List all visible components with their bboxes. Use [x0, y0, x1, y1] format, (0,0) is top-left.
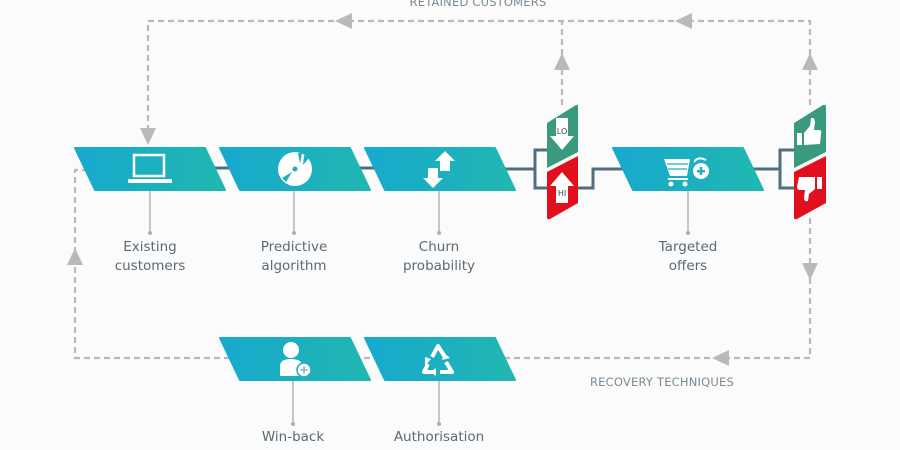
step-predictive-algorithm[interactable] — [219, 147, 371, 191]
decision-accept[interactable] — [794, 104, 826, 168]
decision-hi[interactable]: HI — [547, 156, 578, 220]
recovery-loop — [67, 168, 818, 366]
label-predictive-line2: algorithm — [261, 258, 326, 274]
disc-icon — [278, 152, 312, 186]
lo-text: LO — [557, 127, 567, 136]
arrow-up-icon — [802, 53, 818, 70]
label-existing-line2: customers — [115, 258, 186, 274]
label-targeted-line2: offers — [669, 258, 707, 274]
cart-plus-icon — [664, 157, 709, 187]
decision-reject[interactable] — [794, 156, 826, 220]
arrow-down-icon — [140, 128, 156, 145]
label-targeted-line1: Targeted — [658, 239, 718, 255]
thumbs-up-icon — [797, 117, 822, 145]
label-authorisation-line1: Authorisation — [394, 429, 484, 445]
decision-offer-response — [794, 104, 826, 220]
step-targeted-offers[interactable] — [612, 147, 764, 191]
arrow-left-icon — [712, 350, 729, 366]
recycle-icon — [422, 344, 454, 376]
arrow-down-icon — [802, 263, 818, 280]
label-churn-line1: Churn — [419, 239, 459, 255]
arrow-left-icon — [335, 13, 352, 29]
step-churn-probability[interactable] — [364, 147, 516, 191]
arrow-left-icon — [675, 13, 692, 29]
label-predictive-line1: Predictive — [261, 239, 328, 255]
down-arrow-icon — [550, 118, 574, 150]
label-winback-line1: Win-back — [262, 429, 324, 445]
decision-lo[interactable]: LO — [547, 104, 578, 168]
thumbs-down-icon — [797, 177, 822, 202]
label-stems — [148, 190, 690, 426]
arrow-up-icon — [554, 53, 570, 70]
up-down-arrows-icon — [423, 151, 455, 188]
label-existing-line1: Existing — [123, 239, 176, 255]
step-authorisation[interactable] — [364, 337, 516, 381]
user-plus-icon — [280, 342, 312, 378]
laptop-icon — [128, 153, 172, 183]
recovery-techniques-label: RECOVERY TECHNIQUES — [590, 375, 734, 389]
label-churn-line2: probability — [403, 258, 475, 274]
hi-text: HI — [558, 189, 566, 198]
retained-customers-label: RETAINED CUSTOMERS — [410, 0, 547, 9]
arrow-up-icon — [67, 248, 83, 265]
step-win-back[interactable] — [219, 337, 371, 381]
decision-churn-level: LO HI — [547, 104, 578, 220]
up-arrow-icon — [550, 172, 574, 203]
step-existing-customers[interactable] — [74, 147, 226, 191]
retained-loop — [140, 13, 818, 145]
